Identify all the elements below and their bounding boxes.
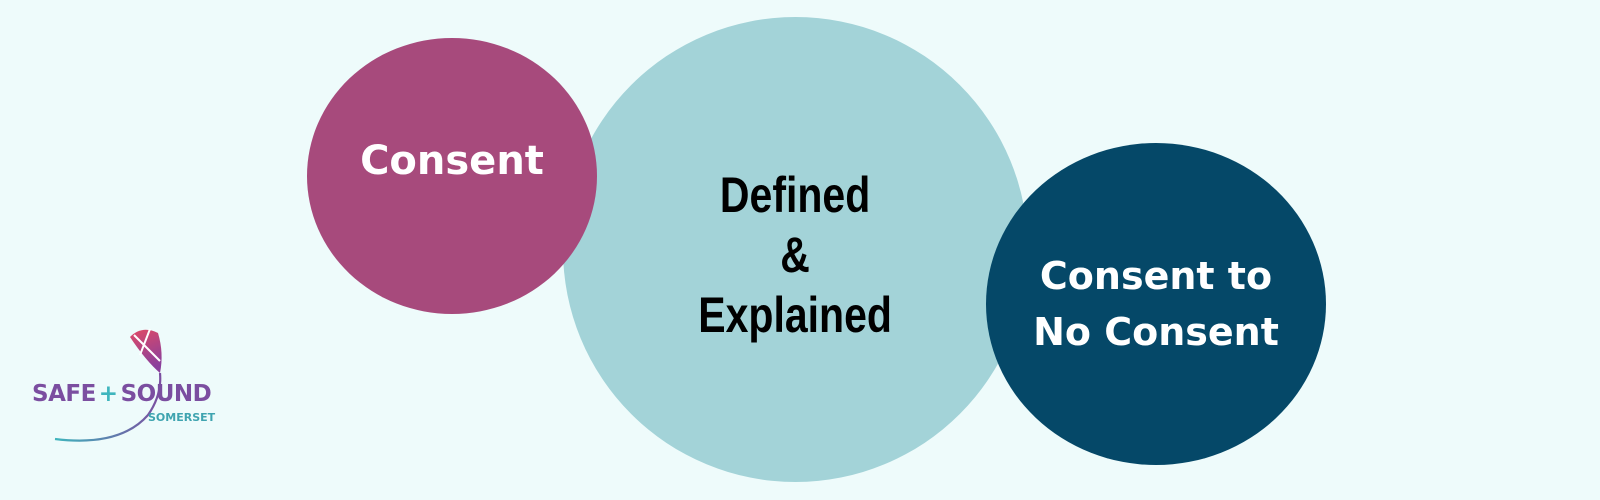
logo-word-sound: SOUND	[120, 381, 212, 407]
defined-explained-circle: Defined & Explained	[563, 17, 1028, 482]
ampersand-line: &	[780, 226, 811, 283]
consent-to-no-consent-label: Consent to No Consent	[1033, 248, 1279, 360]
logo-word-safe: SAFE	[32, 381, 96, 407]
consent-to-no-consent-circle: Consent to No Consent	[986, 143, 1326, 465]
consent-label: Consent	[360, 138, 544, 184]
no-consent-line: No Consent	[1033, 310, 1279, 354]
consent-to-line: Consent to	[1039, 254, 1273, 298]
defined-line: Defined	[720, 166, 871, 223]
logo-wordmark: SAFE+SOUND	[32, 381, 212, 407]
kite-icon	[54, 328, 162, 442]
logo-plus: +	[98, 381, 118, 407]
safe-sound-somerset-logo: SAFE+SOUND SOMERSET	[30, 325, 230, 455]
logo-subtitle: SOMERSET	[148, 411, 216, 424]
consent-circle: Consent	[307, 38, 597, 314]
explained-line: Explained	[698, 286, 893, 343]
defined-explained-label: Defined & Explained	[699, 165, 893, 345]
